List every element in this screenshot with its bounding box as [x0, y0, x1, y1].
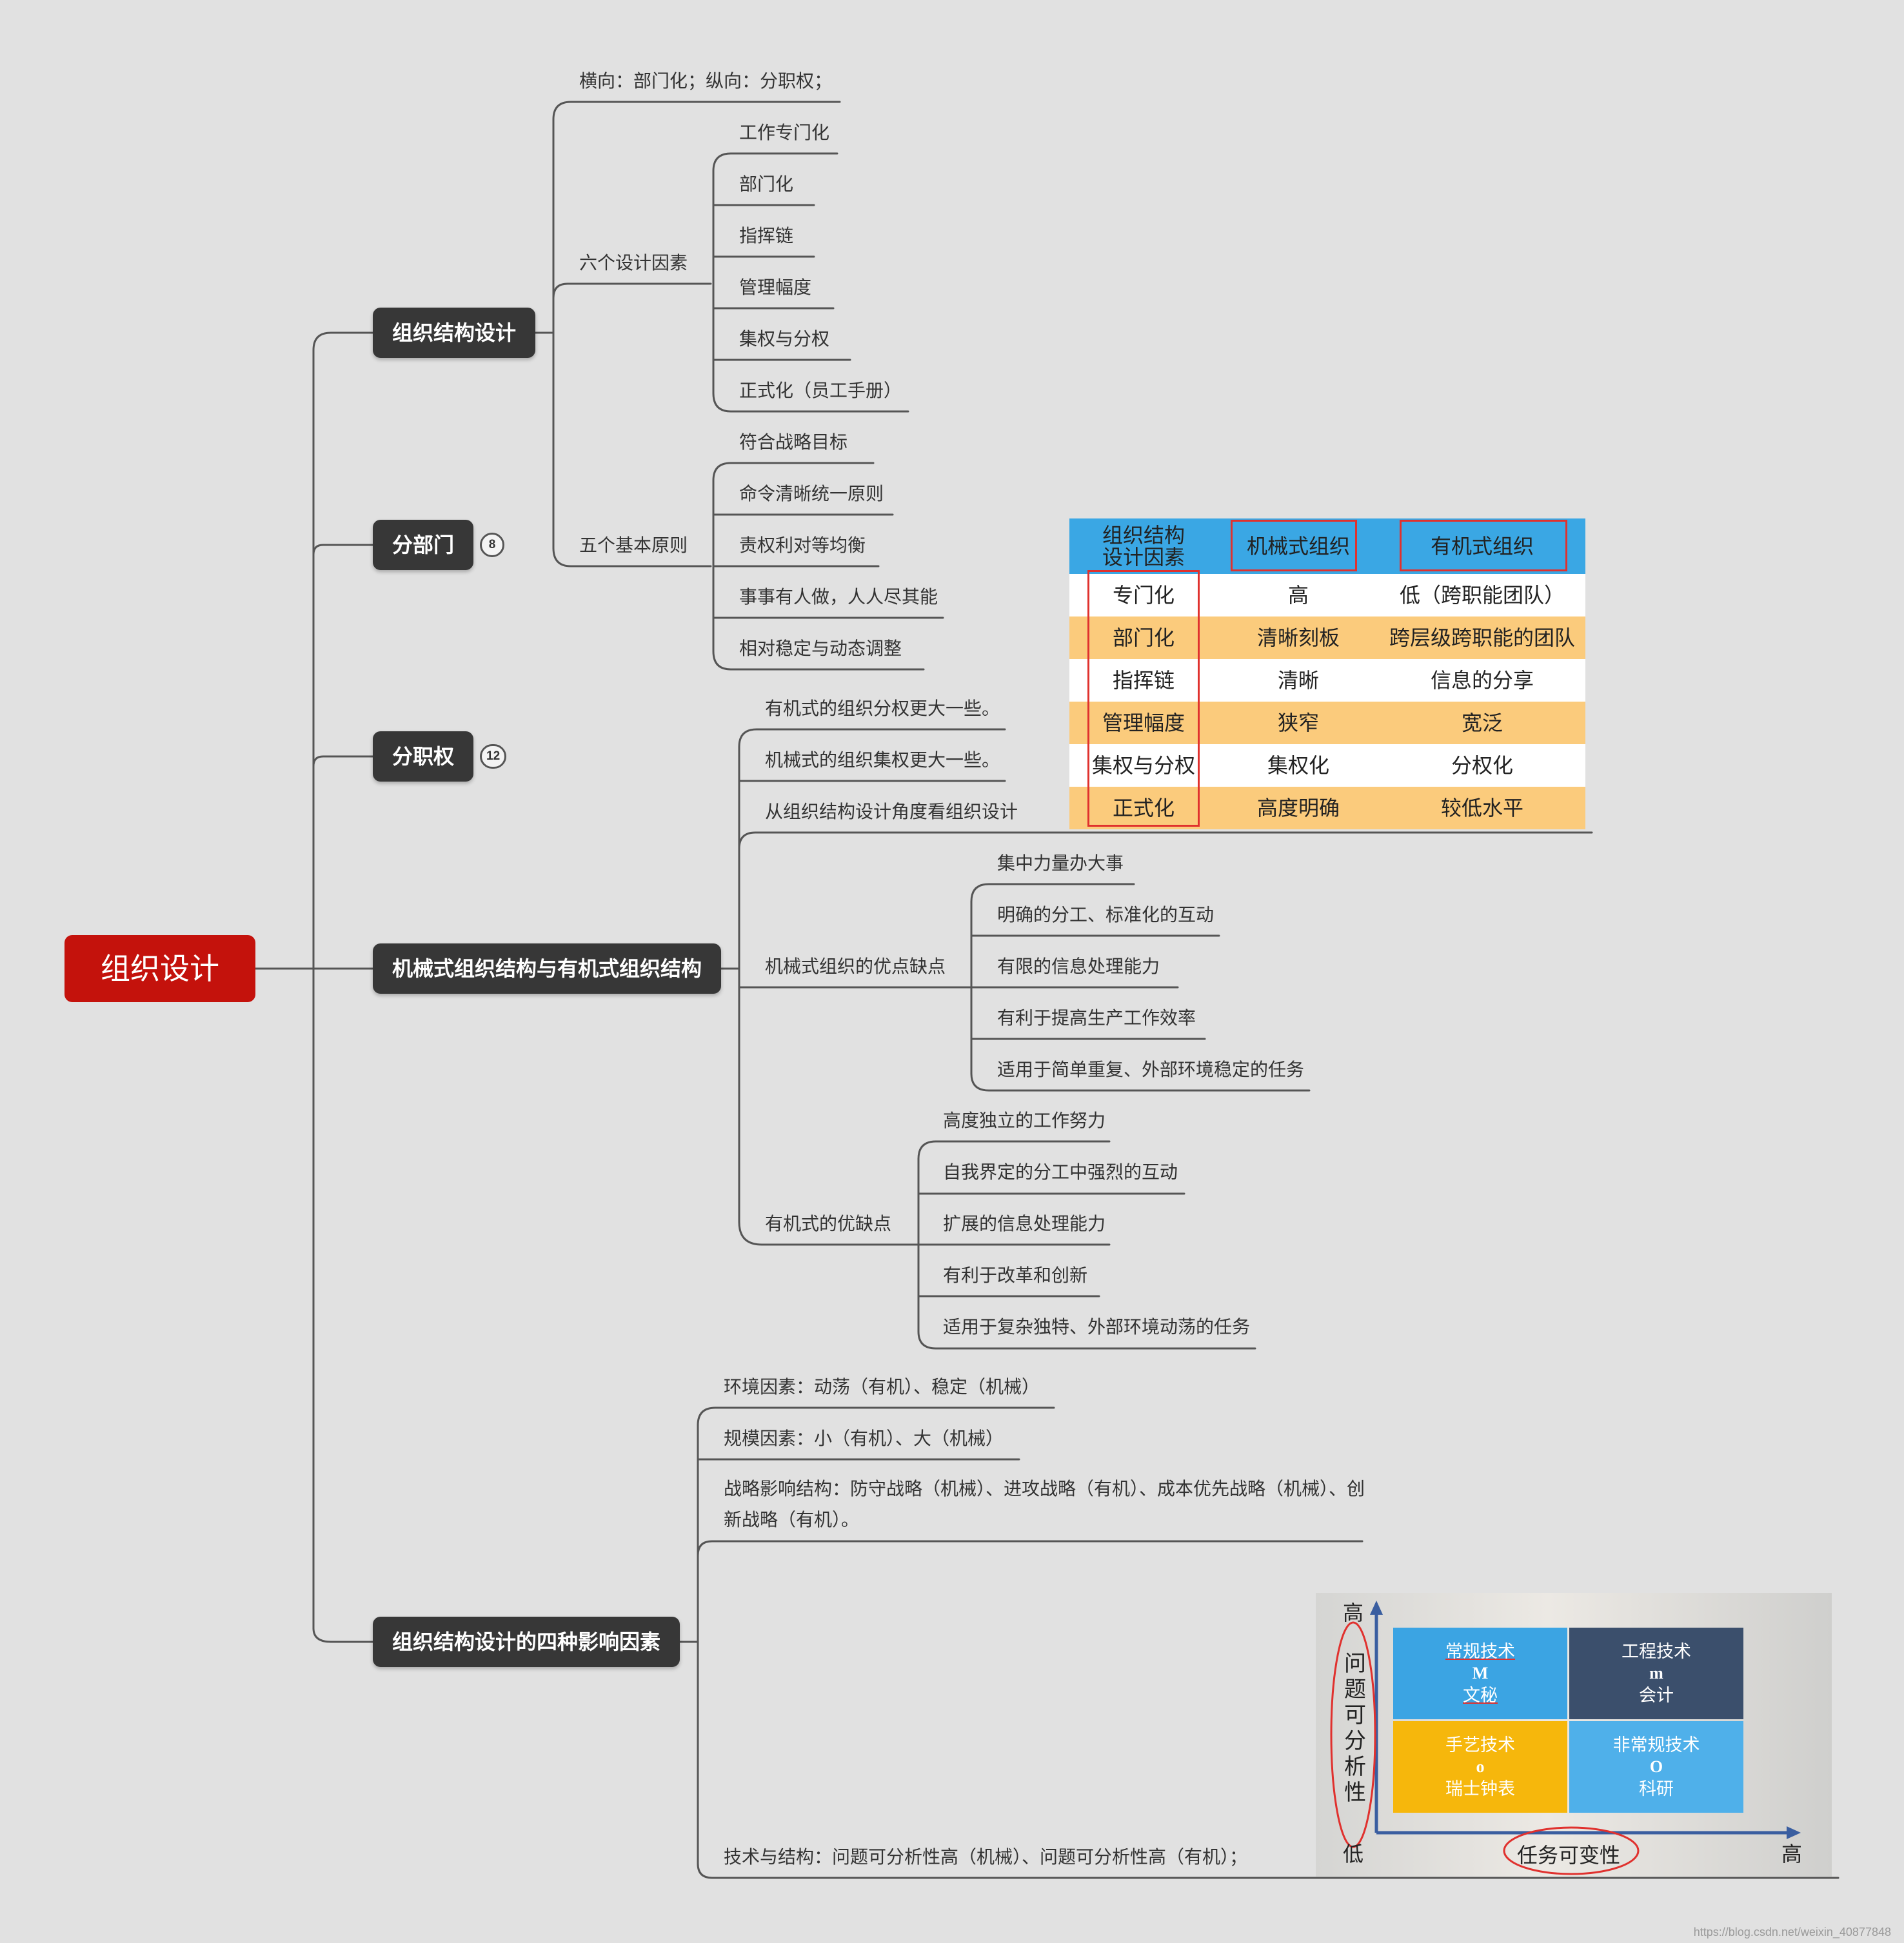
- quadrant-symbol: o: [1476, 1757, 1485, 1776]
- table-cell: 专门化: [1112, 584, 1175, 607]
- topic-org-structure-design[interactable]: 组织结构设计: [373, 308, 536, 358]
- quadrant-routine: 常规技术 M 文秘: [1393, 1628, 1567, 1719]
- table-cell: 集权与分权: [1091, 754, 1195, 777]
- y-axis-low-label: 低: [1343, 1842, 1364, 1866]
- quadrant-symbol: O: [1649, 1757, 1663, 1776]
- quadrant-title: 常规技术: [1445, 1642, 1515, 1661]
- leaf-topic[interactable]: 工作专门化: [739, 123, 830, 143]
- quadrant-symbol: m: [1649, 1664, 1663, 1682]
- table-cell: 较低水平: [1440, 796, 1523, 820]
- table-cell: 清晰刻板: [1256, 626, 1340, 649]
- table-row: 集权与分权 集权化 分权化: [1069, 744, 1585, 787]
- table-cell: 部门化: [1112, 626, 1175, 649]
- x-axis-label: 任务可变性: [1517, 1844, 1621, 1867]
- quadrant-example: 文秘: [1463, 1686, 1498, 1705]
- table-cell: 宽泛: [1461, 711, 1503, 735]
- subtopic[interactable]: 机械式的组织集权更大一些。: [765, 750, 1000, 770]
- leaf-topic[interactable]: 责权利对等均衡: [739, 535, 866, 555]
- table-cell: 跨层级跨职能的团队: [1389, 626, 1575, 649]
- quadrant-title: 工程技术: [1621, 1642, 1691, 1661]
- leaf-topic[interactable]: 事事有人做，人人尽其能: [739, 587, 938, 607]
- collapsed-count-badge[interactable]: 8: [480, 533, 504, 557]
- quadrant-example: 会计: [1639, 1686, 1674, 1705]
- quadrant-example: 瑞士钟表: [1445, 1779, 1515, 1799]
- technology-matrix: 常规技术 M 文秘 工程技术 m 会计 手艺技术 o 瑞士钟表 非常规技术 O …: [1316, 1593, 1832, 1877]
- table-cell: 管理幅度: [1102, 711, 1185, 735]
- quadrant-symbol: M: [1472, 1664, 1489, 1682]
- leaf-topic[interactable]: 适用于复杂独特、外部环境动荡的任务: [943, 1317, 1251, 1337]
- table-row: 部门化 清晰刻板 跨层级跨职能的团队: [1069, 616, 1585, 659]
- topic-mechanistic-vs-organic[interactable]: 机械式组织结构与有机式组织结构: [373, 943, 722, 994]
- subtopic[interactable]: 机械式组织的优点缺点: [765, 956, 946, 976]
- subtopic[interactable]: 从组织结构设计角度看组织设计: [765, 802, 1018, 822]
- leaf-topic[interactable]: 集权与分权: [739, 329, 830, 349]
- leaf-topic[interactable]: 相对稳定与动态调整: [739, 638, 902, 658]
- comparison-table: 组织结构设计因素 机械式组织 有机式组织 专门化 高 低（跨职能团队） 部门化 …: [1069, 518, 1585, 829]
- collapsed-count-badge[interactable]: 12: [480, 744, 507, 769]
- leaf-topic[interactable]: 有利于改革和创新: [943, 1265, 1088, 1285]
- table-header-cell: 有机式组织: [1430, 535, 1534, 558]
- subtopic[interactable]: 环境因素：动荡（有机）、稳定（机械）: [724, 1377, 1040, 1397]
- leaf-topic[interactable]: 扩展的信息处理能力: [943, 1214, 1106, 1234]
- table-cell: 信息的分享: [1430, 669, 1534, 692]
- table-cell: 高度明确: [1256, 796, 1340, 820]
- table-cell: 高: [1287, 584, 1309, 607]
- table-cell: 清晰: [1277, 669, 1319, 692]
- table-row: 指挥链 清晰 信息的分享: [1069, 659, 1585, 702]
- subtopic[interactable]: 五个基本原则: [579, 535, 688, 555]
- leaf-topic[interactable]: 命令清晰统一原则: [739, 484, 884, 504]
- highlight-box: [1087, 570, 1200, 827]
- leaf-topic[interactable]: 管理幅度: [739, 277, 812, 297]
- highlight-box: [1400, 520, 1567, 571]
- leaf-topic[interactable]: 有限的信息处理能力: [997, 956, 1160, 976]
- quadrant-engineering: 工程技术 m 会计: [1569, 1628, 1743, 1719]
- root-node[interactable]: 组织设计: [64, 935, 255, 1002]
- leaf-topic[interactable]: 指挥链: [739, 226, 794, 246]
- quadrant-title: 手艺技术: [1445, 1735, 1515, 1755]
- leaf-topic[interactable]: 适用于简单重复、外部环境稳定的任务: [997, 1060, 1305, 1080]
- watermark: https://blog.csdn.net/weixin_40877848: [1693, 1926, 1891, 1938]
- quadrant-title: 非常规技术: [1612, 1735, 1700, 1755]
- topic-authority-division[interactable]: 分职权: [373, 731, 474, 782]
- table-header-cell: 组织结构设计因素: [1102, 524, 1185, 569]
- subtopic[interactable]: 横向：部门化；纵向：分职权；: [579, 71, 833, 91]
- subtopic[interactable]: 战略影响结构：防守战略（机械）、进攻战略（有机）、成本优先战略（机械）、创新战略…: [724, 1479, 1365, 1530]
- table-cell: 正式化: [1112, 796, 1175, 820]
- leaf-topic[interactable]: 符合战略目标: [739, 432, 848, 452]
- leaf-topic[interactable]: 明确的分工、标准化的互动: [997, 905, 1215, 925]
- subtopic[interactable]: 规模因素：小（有机）、大（机械）: [724, 1428, 1004, 1448]
- leaf-topic[interactable]: 有利于提高生产工作效率: [997, 1008, 1196, 1028]
- table-cell: 指挥链: [1112, 669, 1175, 692]
- matrix-axes: [1330, 1601, 1801, 1875]
- subtopic[interactable]: 技术与结构：问题可分析性高（机械）、问题可分析性高（有机）；: [724, 1847, 1248, 1867]
- leaf-topic[interactable]: 正式化（员工手册）: [739, 380, 902, 400]
- leaf-topic[interactable]: 自我界定的分工中强烈的互动: [943, 1162, 1178, 1182]
- quadrant-example: 科研: [1639, 1779, 1674, 1799]
- quadrant-nonroutine: 非常规技术 O 科研: [1569, 1721, 1743, 1813]
- y-axis-high-label: 高: [1343, 1601, 1364, 1624]
- table-header-row: 组织结构设计因素 机械式组织 有机式组织: [1069, 518, 1585, 574]
- x-axis-high-label: 高: [1781, 1842, 1803, 1866]
- table-row: 正式化 高度明确 较低水平: [1069, 787, 1585, 829]
- subtopic[interactable]: 有机式的优缺点: [765, 1214, 892, 1234]
- table-cell: 狭窄: [1277, 711, 1319, 735]
- table-cell: 分权化: [1451, 754, 1513, 777]
- topic-departmentalization[interactable]: 分部门: [373, 520, 474, 570]
- y-axis-label: 问题可分析性: [1344, 1652, 1366, 1805]
- leaf-topic[interactable]: 部门化: [739, 174, 794, 194]
- leaf-topic[interactable]: 集中力量办大事: [997, 853, 1124, 873]
- leaf-topic[interactable]: 高度独立的工作努力: [943, 1110, 1106, 1130]
- subtopic[interactable]: 六个设计因素: [579, 253, 688, 273]
- topic-four-influence-factors[interactable]: 组织结构设计的四种影响因素: [373, 1617, 680, 1667]
- table-header-cell: 机械式组织: [1246, 535, 1350, 558]
- table-row: 专门化 高 低（跨职能团队）: [1069, 574, 1585, 616]
- highlight-box: [1231, 520, 1357, 571]
- table-row: 管理幅度 狭窄 宽泛: [1069, 702, 1585, 744]
- table-cell: 集权化: [1267, 754, 1329, 777]
- quadrant-craft: 手艺技术 o 瑞士钟表: [1393, 1721, 1567, 1813]
- subtopic[interactable]: 有机式的组织分权更大一些。: [765, 698, 1000, 718]
- table-cell: 低（跨职能团队）: [1399, 584, 1565, 607]
